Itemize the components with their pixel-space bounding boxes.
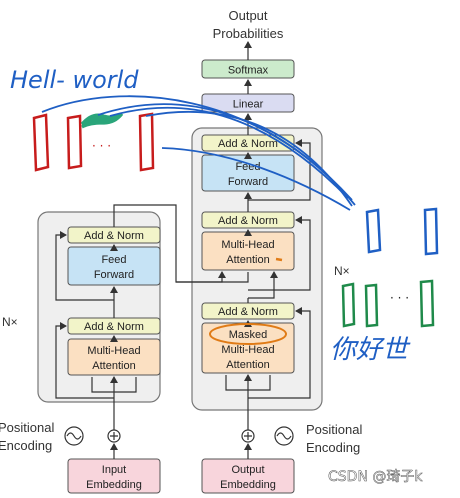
red-vector-1 — [32, 113, 50, 172]
decoder-pos-wave-curve — [276, 432, 292, 440]
green-vector-1 — [341, 282, 356, 328]
chinese-handwriting: 你好世 — [330, 335, 411, 365]
output-title-line2: Probabilities — [213, 26, 284, 41]
masked-highlight-circle — [209, 323, 287, 345]
red-vector-2 — [66, 114, 83, 170]
decoder-pos-line1: Positional — [306, 422, 362, 437]
green-vector-3 — [419, 279, 435, 328]
encoder-pos-line1: Positional — [0, 420, 54, 435]
decoder-add-norm-top-label: Add & Norm — [218, 138, 278, 150]
red-vector-3 — [138, 112, 155, 172]
linear-label: Linear — [233, 99, 264, 111]
encoder-repeat-label: N× — [2, 315, 18, 329]
encoder-mha-line2: Attention — [92, 360, 135, 372]
highlight-scribble — [80, 112, 124, 129]
decoder-add-plus — [244, 432, 252, 440]
blue-vector-2 — [423, 207, 439, 256]
decoder-add-norm-bottom-label: Add & Norm — [218, 306, 278, 318]
blue-vector-1 — [365, 208, 382, 254]
softmax-label: Softmax — [228, 65, 269, 77]
masked-line3: Attention — [226, 359, 269, 371]
encoder-ff-line2: Forward — [94, 269, 134, 281]
decoder-mha-line2: Attention — [226, 254, 269, 266]
encoder-add-norm-top-label: Add & Norm — [84, 230, 144, 242]
decoder-add-norm-mid-label: Add & Norm — [218, 215, 278, 227]
output-embedding-line1: Output — [231, 464, 264, 476]
decoder-mha-line1: Multi-Head — [221, 239, 274, 251]
decoder-repeat-label: N× — [334, 264, 350, 278]
hello-world-handwriting: Hell- world — [10, 66, 139, 94]
encoder-ff-line1: Feed — [101, 254, 126, 266]
decoder-pos-line2: Encoding — [306, 440, 360, 455]
masked-line2: Multi-Head — [221, 344, 274, 356]
green-vector-2 — [364, 283, 379, 328]
ellipsis-left: · · · — [92, 139, 111, 153]
masked-line1: Masked — [229, 329, 268, 341]
encoder-add-norm-bottom-label: Add & Norm — [84, 321, 144, 333]
encoder-pos-wave-curve — [66, 432, 82, 440]
flow-arrows — [55, 41, 311, 459]
decoder-ff-line1: Feed — [235, 161, 260, 173]
output-title-line1: Output — [228, 8, 267, 23]
decoder-ff-line2: Forward — [228, 176, 268, 188]
encoder-pos-line2: Encoding — [0, 438, 52, 453]
input-embedding-line1: Input — [102, 464, 126, 476]
attention-arcs — [41, 95, 356, 211]
input-embedding-line2: Embedding — [86, 479, 142, 491]
orange-mark — [275, 257, 283, 262]
ellipsis-right: · · · — [390, 291, 409, 305]
encoder-add-plus — [110, 432, 118, 440]
encoder-mha-line1: Multi-Head — [87, 345, 140, 357]
output-embedding-line2: Embedding — [220, 479, 276, 491]
csdn-watermark: CSDN @琦子k — [328, 469, 423, 485]
